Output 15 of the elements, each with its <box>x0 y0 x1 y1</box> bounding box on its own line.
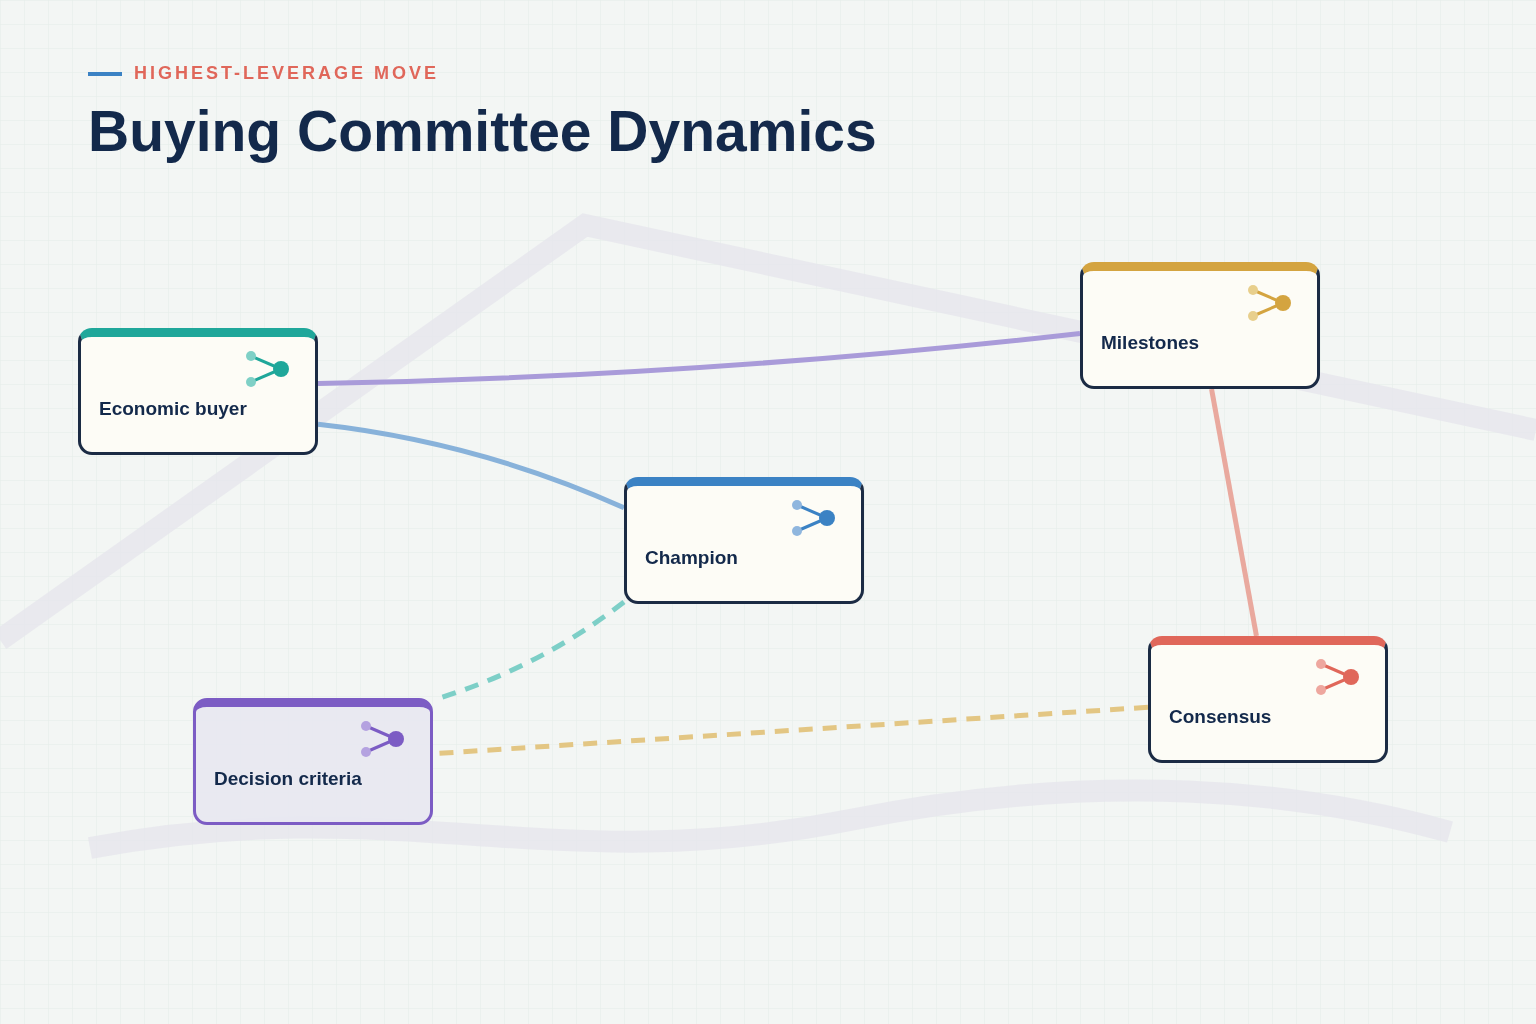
role-card <box>78 328 318 455</box>
connector-line <box>317 421 625 511</box>
card-title: Economic buyer <box>99 397 247 421</box>
card-title: Champion <box>645 546 738 570</box>
role-card <box>1148 636 1388 763</box>
card-title: Milestones <box>1101 331 1200 355</box>
role-card <box>193 698 433 825</box>
role-card <box>1080 262 1320 389</box>
card-title: Decision criteria <box>214 767 362 791</box>
card-title: Consensus <box>1169 705 1272 729</box>
connector-line <box>317 330 1081 387</box>
connector-line <box>1209 388 1259 637</box>
kicker-label: HIGHEST-LEVERAGE MOVE <box>134 62 440 85</box>
role-card <box>624 477 864 604</box>
title: Buying Committee Dynamics <box>88 98 877 165</box>
